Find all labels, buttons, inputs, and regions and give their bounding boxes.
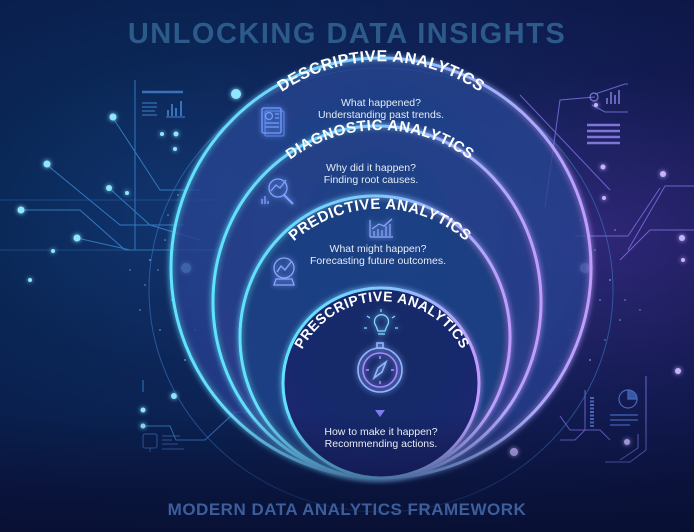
background-fade-bottom xyxy=(0,412,694,532)
layer-detail: Forecasting future outcomes. xyxy=(310,255,446,267)
mini-bar-chart-right xyxy=(587,90,620,145)
layer-detail: Finding root causes. xyxy=(323,174,419,186)
layer-detail: Understanding past trends. xyxy=(317,109,445,121)
lightbulb-icon xyxy=(364,309,398,335)
footer-subtitle: MODERN DATA ANALYTICS FRAMEWORK xyxy=(167,500,527,519)
layer-question: What might happen? xyxy=(329,243,427,255)
layer-question: What happened? xyxy=(341,97,421,109)
layer-description-predictive: What might happen? Forecasting future ou… xyxy=(268,243,488,267)
layer-description-descriptive: What happened? Understanding past trends… xyxy=(281,97,481,121)
layer-description-prescriptive: How to make it happen? Recommending acti… xyxy=(281,426,481,450)
layer-question: Why did it happen? xyxy=(326,162,416,174)
mini-bar-chart-left xyxy=(142,90,185,118)
crystal-ball-icon xyxy=(273,257,295,286)
layer-question: How to make it happen? xyxy=(324,426,438,438)
magnifier-chart-icon xyxy=(261,178,294,205)
report-document-icon xyxy=(261,107,285,137)
layer-detail: Recommending actions. xyxy=(324,438,438,450)
compass-icon xyxy=(357,342,403,393)
trend-bar-chart-icon xyxy=(369,218,393,238)
page-title: UNLOCKING DATA INSIGHTS xyxy=(127,18,567,50)
layer-description-diagnostic: Why did it happen? Finding root causes. xyxy=(271,162,471,186)
